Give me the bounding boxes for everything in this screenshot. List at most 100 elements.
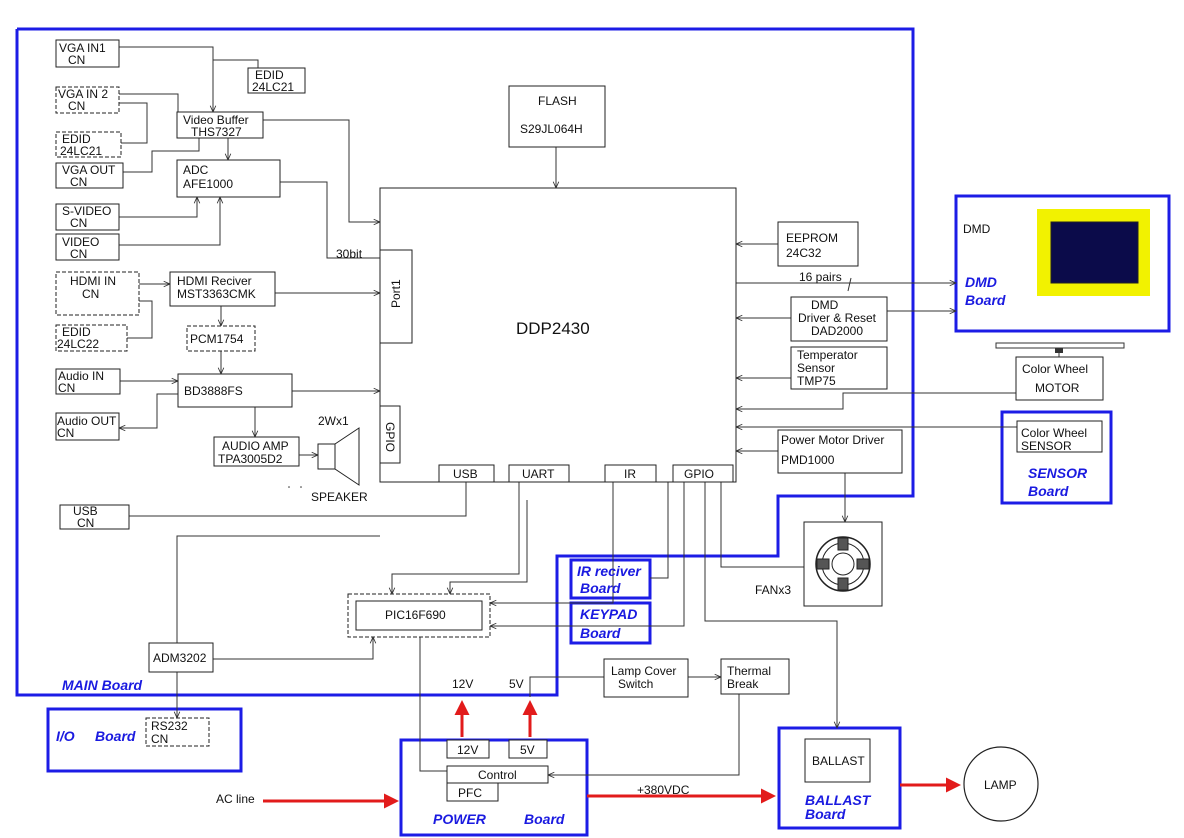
lamp-label: LAMP — [984, 778, 1017, 792]
usb-cn-label: USB — [73, 504, 98, 518]
eeprom-chip: EEPROM 24C32 — [777, 221, 859, 267]
keypad-board-title: KEYPAD — [580, 606, 637, 622]
power-board-outline — [399, 738, 589, 837]
color-wheel-sensor: Color Wheel SENSOR — [1016, 420, 1103, 453]
vga-in2-connector: VGA IN 2 CN — [55, 86, 120, 114]
edid-chip-1: EDID 24LC21 — [247, 67, 306, 94]
pfc-block: PFC — [446, 782, 499, 802]
lamp-cover-desc: Switch — [618, 677, 653, 691]
bus-30bit-label: 30bit — [336, 247, 363, 261]
ac-line-label: AC line — [216, 792, 255, 806]
io-board-title: I/O — [56, 728, 75, 744]
control-label: Control — [478, 768, 517, 782]
audio-in-connector: Audio IN CN — [55, 368, 121, 395]
power-12v-block: 12V — [446, 739, 490, 759]
fan-icon — [803, 521, 883, 607]
audio-out-cn: CN — [57, 426, 74, 440]
sensor-board-outline — [1000, 410, 1113, 505]
adc-chip: ADC AFE1000 — [176, 159, 281, 198]
edid-chip-3: EDID 24LC22 — [55, 324, 128, 352]
ddp2430-label: DDP2430 — [516, 319, 590, 338]
speaker-label: SPEAKER — [311, 490, 368, 504]
cw-motor-part: MOTOR — [1035, 381, 1080, 395]
audio-amp-label: AUDIO AMP — [222, 439, 289, 453]
usb-port-block: USB — [438, 464, 495, 483]
dmd-label: DMD — [963, 222, 991, 236]
adm-chip: ADM3202 — [148, 642, 214, 673]
pfc-label: PFC — [458, 786, 482, 800]
video-label: VIDEO — [62, 235, 99, 249]
ballast-unit: BALLAST — [804, 738, 871, 783]
audio-in-cn: CN — [58, 381, 75, 395]
thermal-break: Thermal Break — [720, 658, 790, 695]
usb-cn-cn: CN — [77, 516, 94, 530]
main-board-outline — [15, 27, 915, 697]
dmd-board-title: DMD — [965, 274, 997, 290]
audio-processor-label: BD3888FS — [184, 384, 243, 398]
rs232-label: RS232 — [151, 719, 188, 733]
speaker-icon — [288, 427, 360, 488]
video-cn: CN — [70, 247, 87, 261]
gpio-bottom-block: GPIO — [672, 464, 734, 483]
temp-sensor-part: TMP75 — [797, 374, 836, 388]
edid-chip-2: EDID 24LC21 — [55, 131, 122, 158]
gpio-side-label: GPIO — [383, 422, 397, 452]
ir-board-subtitle: Board — [580, 580, 621, 596]
io-board-subtitle: Board — [95, 728, 136, 744]
adc-part: AFE1000 — [183, 177, 233, 191]
gpio-bottom-label: GPIO — [684, 467, 714, 481]
eeprom-part: 24C32 — [786, 246, 822, 260]
lamp-cover-switch: Lamp Cover Switch — [603, 658, 689, 698]
video-buffer-part: THS7327 — [191, 125, 242, 139]
sensor-board-subtitle: Board — [1028, 483, 1069, 499]
uart-block: UART — [508, 464, 570, 483]
edid2-part: 24LC21 — [60, 144, 102, 158]
lamp-icon: LAMP — [963, 746, 1039, 822]
audio-processor: BD3888FS — [177, 373, 293, 408]
vga-in2-label: VGA IN 2 — [58, 87, 108, 101]
hdmi-receiver-part: MST3363CMK — [177, 287, 256, 301]
cw-motor-label: Color Wheel — [1022, 362, 1088, 376]
video-buffer: Video Buffer THS7327 — [176, 111, 264, 139]
s-video-connector: S-VIDEO CN — [55, 203, 120, 231]
hdmi-in-cn: CN — [82, 287, 99, 301]
bus-16pairs-label: 16 pairs — [799, 270, 842, 284]
pic-microcontroller: PIC16F690 — [347, 593, 491, 638]
ballast-board-subtitle: Board — [805, 806, 846, 822]
power-board-subtitle: Board — [524, 811, 565, 827]
cw-sensor-label: Color Wheel — [1021, 426, 1087, 440]
adc-label: ADC — [183, 163, 209, 177]
ir-label: IR — [624, 467, 636, 481]
pcm-label: PCM1754 — [190, 332, 244, 346]
vga-in1-connector: VGA IN1 CN — [55, 39, 120, 68]
ir-board-title: IR reciver — [577, 563, 642, 579]
uart-label: UART — [522, 467, 555, 481]
usb-port-label: USB — [453, 467, 478, 481]
s-video-label: S-VIDEO — [62, 204, 111, 218]
dmd-driver-desc: Driver & Reset — [798, 311, 877, 325]
color-wheel-motor: Color Wheel MOTOR — [1015, 356, 1104, 401]
edid1-part: 24LC21 — [252, 80, 294, 94]
power-motor-driver: Power Motor Driver PMD1000 — [777, 429, 903, 474]
ballast-board-title: BALLAST — [805, 792, 872, 808]
audio-out-connector: Audio OUT CN — [55, 412, 120, 441]
gpio-side-block: GPIO — [379, 405, 401, 464]
fan-label: FANx3 — [755, 583, 791, 597]
vga-out-connector: VGA OUT CN — [55, 162, 124, 189]
usb-connector: USB CN — [59, 504, 130, 530]
rs232-cn: CN — [151, 732, 168, 746]
flash-part: S29JL064H — [520, 122, 583, 136]
hdmi-in-connector: HDMI IN CN — [55, 271, 140, 316]
flash-label: FLASH — [538, 94, 577, 108]
pcm-chip: PCM1754 — [186, 325, 256, 352]
ir-board-outline — [569, 558, 652, 600]
vga-out-cn: CN — [70, 175, 87, 189]
hdmi-in-label: HDMI IN — [70, 274, 116, 288]
control-block: Control — [446, 765, 549, 784]
ddp2430-processor: DDP2430 — [379, 187, 737, 483]
vga-in2-cn: CN — [68, 99, 85, 113]
hdmi-receiver-label: HDMI Reciver — [177, 274, 252, 288]
ballast-label: BALLAST — [812, 754, 865, 768]
video-buffer-label: Video Buffer — [183, 113, 249, 127]
